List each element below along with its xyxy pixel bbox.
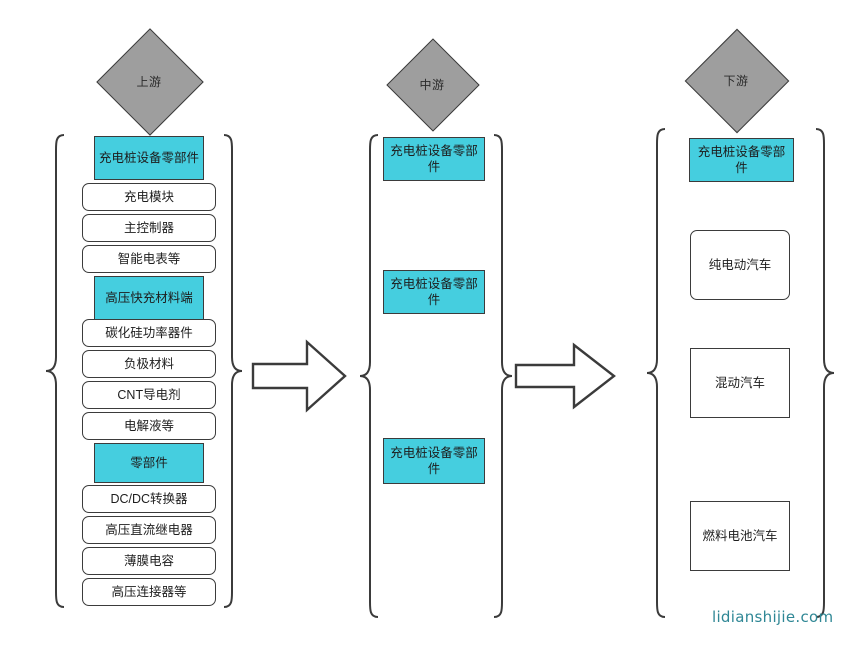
- arrow-midstream-to-downstream: [514, 342, 616, 410]
- stage-diamond-midstream: [386, 38, 480, 132]
- upstream-item[interactable]: 智能电表等: [82, 245, 216, 273]
- downstream-box[interactable]: 混动汽车: [690, 348, 790, 418]
- upstream-item[interactable]: 碳化硅功率器件: [82, 319, 216, 347]
- stage-diamond-upstream: [96, 28, 204, 136]
- upstream-item[interactable]: 高压直流继电器: [82, 516, 216, 544]
- upstream-item[interactable]: 主控制器: [82, 214, 216, 242]
- brace-downstream-right: [815, 128, 835, 618]
- brace-midstream-left: [359, 134, 379, 618]
- brace-midstream-right: [493, 134, 513, 618]
- brace-upstream-right: [223, 134, 243, 608]
- brace-downstream-left: [646, 128, 666, 618]
- midstream-box[interactable]: 充电桩设备零部件: [383, 438, 485, 484]
- arrow-upstream-to-midstream: [251, 339, 347, 413]
- downstream-box[interactable]: 充电桩设备零部件: [689, 138, 794, 182]
- downstream-box[interactable]: 纯电动汽车: [690, 230, 790, 300]
- midstream-box[interactable]: 充电桩设备零部件: [383, 137, 485, 181]
- upstream-item[interactable]: 充电模块: [82, 183, 216, 211]
- upstream-group-header[interactable]: 零部件: [94, 443, 204, 483]
- upstream-item[interactable]: 高压连接器等: [82, 578, 216, 606]
- upstream-item[interactable]: 电解液等: [82, 412, 216, 440]
- stage-diamond-downstream: [684, 28, 790, 134]
- brace-upstream-left: [45, 134, 65, 608]
- midstream-box[interactable]: 充电桩设备零部件: [383, 270, 485, 314]
- upstream-item[interactable]: DC/DC转换器: [82, 485, 216, 513]
- upstream-item[interactable]: 负极材料: [82, 350, 216, 378]
- site-watermark: lidianshijie.com: [712, 608, 834, 626]
- downstream-box[interactable]: 燃料电池汽车: [690, 501, 790, 571]
- upstream-item[interactable]: 薄膜电容: [82, 547, 216, 575]
- upstream-group-header[interactable]: 充电桩设备零部件: [94, 136, 204, 180]
- upstream-group-header[interactable]: 高压快充材料端: [94, 276, 204, 320]
- upstream-item[interactable]: CNT导电剂: [82, 381, 216, 409]
